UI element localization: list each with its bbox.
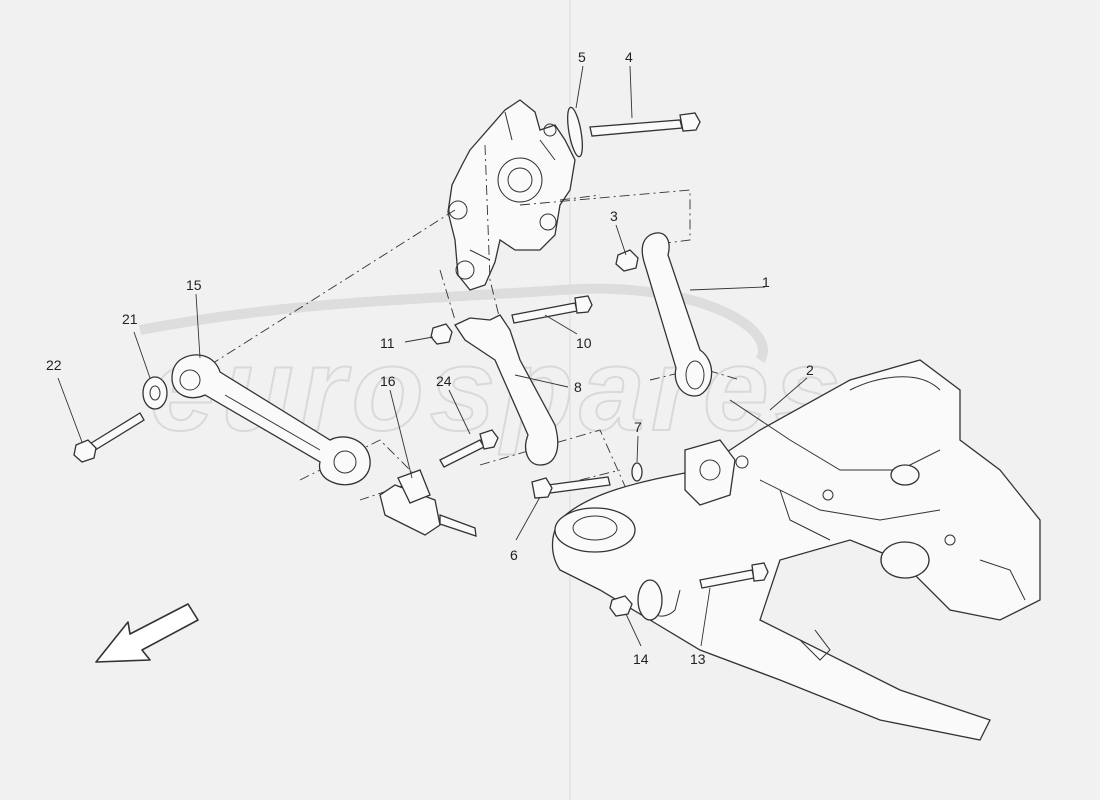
callout-6: 6 (510, 547, 518, 563)
callouts: 1 2 3 4 5 6 7 8 10 11 13 14 15 16 21 22 … (46, 49, 814, 667)
part-2-subframe (551, 359, 1041, 741)
part-11-nut (430, 323, 453, 345)
part-24-bolt (439, 429, 499, 468)
part-16-bracket (379, 469, 477, 537)
part-4-bolt (589, 112, 701, 137)
callout-1: 1 (762, 274, 770, 290)
part-15-lower-link (171, 354, 371, 486)
callout-13: 13 (690, 651, 706, 667)
callout-14: 14 (633, 651, 649, 667)
part-7-washer (631, 462, 643, 482)
callout-2: 2 (806, 362, 814, 378)
front-direction-arrow-icon (95, 603, 199, 663)
callout-3: 3 (610, 208, 618, 224)
callout-22: 22 (46, 357, 62, 373)
part-5-washer (567, 106, 583, 158)
part-3-nut (615, 249, 639, 272)
hub-carrier (447, 99, 576, 291)
callout-10: 10 (576, 335, 592, 351)
callout-21: 21 (122, 311, 138, 327)
part-6-bolt (531, 476, 611, 499)
part-10-bolt (511, 295, 593, 324)
callout-15: 15 (186, 277, 202, 293)
part-14-nut (609, 595, 633, 617)
callout-16: 16 (380, 373, 396, 389)
callout-8: 8 (574, 379, 582, 395)
leader-lines (57, 65, 808, 647)
part-22-bolt (73, 412, 145, 463)
callout-24: 24 (436, 373, 452, 389)
part-1-upper-link (641, 232, 713, 397)
part-21-washer (142, 376, 168, 410)
part-13-bolt (699, 562, 769, 589)
callout-7: 7 (634, 419, 642, 435)
callout-4: 4 (625, 49, 633, 65)
callout-11: 11 (380, 335, 395, 351)
part-8-toe-link (454, 314, 559, 466)
callout-5: 5 (578, 49, 586, 65)
